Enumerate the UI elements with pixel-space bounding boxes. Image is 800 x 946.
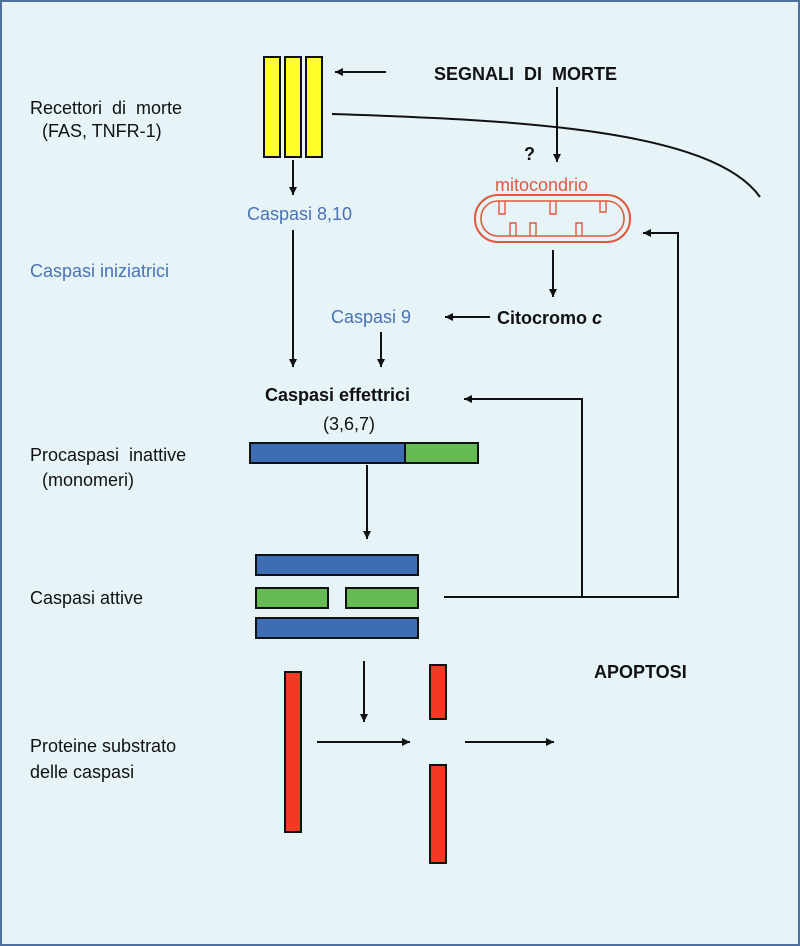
- active-caspase-small-subunit-left: [255, 587, 329, 609]
- substrate-fragment-top: [429, 664, 447, 720]
- initiator-caspases-label: Caspasi iniziatrici: [30, 261, 170, 281]
- caspase-9-label: Caspasi 9: [331, 307, 412, 327]
- mitochondrion-shape: [474, 194, 631, 243]
- substrate-protein-intact: [284, 671, 302, 833]
- substrate-fragment-bottom: [429, 764, 447, 864]
- cytochrome-c-italic: c: [592, 308, 603, 328]
- arrow-feedback-to-effectors: [444, 395, 583, 598]
- active-caspase-small-subunit-right: [345, 587, 419, 609]
- effector-caspases-label: Caspasi effettrici: [265, 385, 411, 405]
- unknown-pathway-question-mark: ?: [524, 144, 535, 164]
- death-signals-label: SEGNALI DI MORTE: [434, 64, 618, 84]
- receptor-bar-2: [284, 56, 302, 158]
- cytochrome-c-label: Citocromo c: [497, 307, 602, 329]
- active-caspase-large-subunit-top: [255, 554, 419, 576]
- receptor-bar-1: [263, 56, 281, 158]
- substrate-proteins-sublabel: delle caspasi: [30, 762, 135, 782]
- procaspases-sublabel: (monomeri): [42, 470, 135, 490]
- cytochrome-text: Citocromo: [497, 308, 593, 328]
- procaspase-domain-green: [404, 442, 479, 464]
- effector-caspases-numbers: (3,6,7): [323, 414, 376, 434]
- active-caspase-large-subunit-bottom: [255, 617, 419, 639]
- mitochondrion-label: mitocondrio: [495, 175, 589, 195]
- cell-membrane: [331, 113, 761, 198]
- procaspases-label: Procaspasi inattive: [30, 445, 187, 465]
- active-caspases-label: Caspasi attive: [30, 588, 144, 608]
- death-receptors-examples: (FAS, TNFR-1): [42, 121, 162, 141]
- procaspase-prodomain-blue: [249, 442, 406, 464]
- receptor-bar-3: [305, 56, 323, 158]
- death-receptor-group: [263, 56, 323, 158]
- arrow-feedback-to-mitochondrion: [582, 229, 679, 598]
- caspase-8-10-label: Caspasi 8,10: [247, 204, 353, 224]
- apoptosis-label: APOPTOSI: [594, 662, 687, 682]
- death-receptors-label: Recettori di morte: [30, 98, 183, 118]
- substrate-proteins-label: Proteine substrato: [30, 736, 177, 756]
